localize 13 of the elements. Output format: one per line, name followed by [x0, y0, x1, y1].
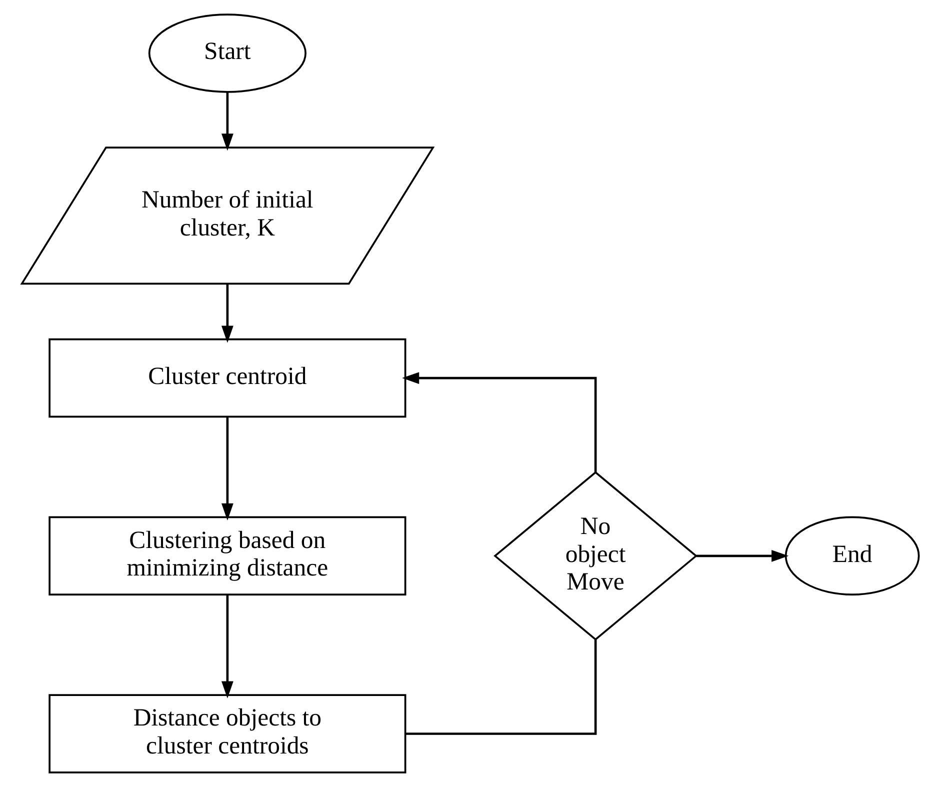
node-ellipse: Start	[148, 14, 306, 93]
node-diamond: No object Move	[493, 471, 698, 641]
arrow	[696, 550, 788, 562]
arrow	[220, 284, 233, 343]
arrow	[220, 417, 233, 520]
node-box: Cluster centroid	[48, 338, 406, 418]
arrow	[402, 372, 596, 472]
node-ellipse: End	[784, 516, 920, 596]
arrow	[220, 594, 233, 698]
node-box: Clustering based on minimizing distance	[48, 516, 406, 596]
node-box: Distance objects to cluster centroids	[48, 694, 406, 774]
arrow	[220, 92, 233, 151]
connector	[405, 640, 596, 735]
